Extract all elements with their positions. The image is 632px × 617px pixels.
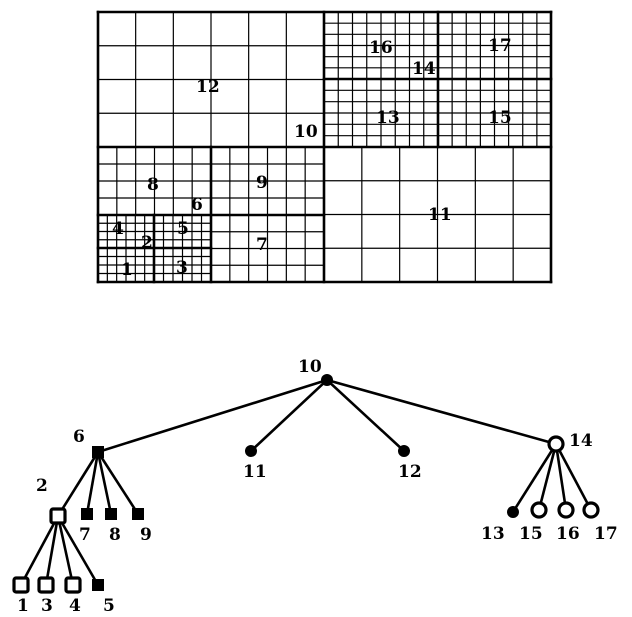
node-label-12: 12 [398,462,422,482]
tree-node-12 [398,445,410,457]
region-15 [437,78,552,148]
node-label-11: 11 [243,462,267,482]
tree-node-9 [132,508,144,520]
grid-region-labels: 12 10 16 17 14 13 15 8 9 6 11 4 5 2 7 1 … [112,36,512,280]
node-label-7: 7 [79,525,91,545]
tree-node-6 [92,446,104,458]
region-17 [437,11,552,80]
tree-edge-14-16 [554,443,568,511]
tree-edge-14-15 [537,443,558,511]
region-label-15: 15 [488,108,512,128]
tree-node-10 [321,374,333,386]
region-label-3: 3 [176,258,188,278]
node-label-17: 17 [594,524,618,544]
tree-node-4 [64,576,82,594]
region-label-11: 11 [428,205,452,225]
tree-node-15 [530,501,548,519]
tree-node-11 [245,445,257,457]
region-16 [323,11,439,80]
region-7 [210,214,325,283]
tree-edge-14-17 [554,443,593,511]
region-4 [97,214,155,249]
tree-edge-10-12 [326,379,405,452]
tree-node-16 [557,501,575,519]
node-label-10: 10 [298,357,322,377]
tree-node-8 [105,508,117,520]
region-label-12: 12 [196,77,220,97]
tree-node-3 [37,576,55,594]
region-label-13: 13 [376,108,400,128]
tree-edge-6-8 [96,451,113,515]
region-1 [97,247,155,283]
tree-edge-6-7 [85,451,100,515]
node-label-2: 2 [36,476,48,496]
region-12 [97,11,325,148]
node-label-4: 4 [69,596,81,616]
region-3 [153,247,212,283]
node-label-13: 13 [481,524,505,544]
node-label-15: 15 [519,524,543,544]
tree-node-14 [547,435,565,453]
tree-node-labels: 10 6 11 12 14 2 7 8 9 13 15 16 17 1 3 4 … [17,357,618,616]
tree-edge-6-9 [96,451,140,515]
tree-node-7 [81,508,93,520]
region-11 [323,146,552,283]
region-label-8: 8 [147,175,159,195]
tree-node-2 [49,507,67,525]
region-9 [210,146,325,216]
tree-edge-10-14 [326,378,557,446]
tree-node-13 [507,506,519,518]
region-label-4: 4 [112,219,124,239]
region-label-2: 2 [141,233,153,253]
tree-edge-2-5 [56,515,100,586]
node-label-9: 9 [140,525,152,545]
quadtree-diagram [12,374,600,594]
tree-edge-14-13 [511,443,558,513]
region-label-9: 9 [256,173,268,193]
tree-node-1 [12,576,30,594]
region-label-1: 1 [121,260,133,280]
tree-node-5 [92,579,104,591]
tree-edge-2-3 [44,515,60,586]
node-label-6: 6 [73,427,85,447]
region-label-16: 16 [369,38,393,58]
region-label-7: 7 [256,235,268,255]
tree-edge-2-1 [19,515,60,586]
tree-edge-2-4 [56,515,75,586]
region-8 [97,146,212,216]
region-5 [153,214,212,249]
region-label-14: 14 [412,59,436,79]
node-label-14: 14 [569,431,593,451]
region-label-6: 6 [191,195,203,215]
region-label-5: 5 [177,219,189,239]
node-label-3: 3 [41,596,53,616]
tree-node-17 [582,501,600,519]
region-label-17: 17 [488,36,512,56]
tree-edge-6-2 [56,451,100,517]
node-label-16: 16 [556,524,580,544]
node-label-5: 5 [103,596,115,616]
tree-edge-10-11 [250,379,328,452]
region-13 [323,78,439,148]
node-label-8: 8 [109,525,121,545]
tree-edge-10-6 [97,378,328,454]
node-label-1: 1 [17,596,29,616]
grid-decomposition [96,10,553,284]
region-label-10: 10 [294,122,318,142]
